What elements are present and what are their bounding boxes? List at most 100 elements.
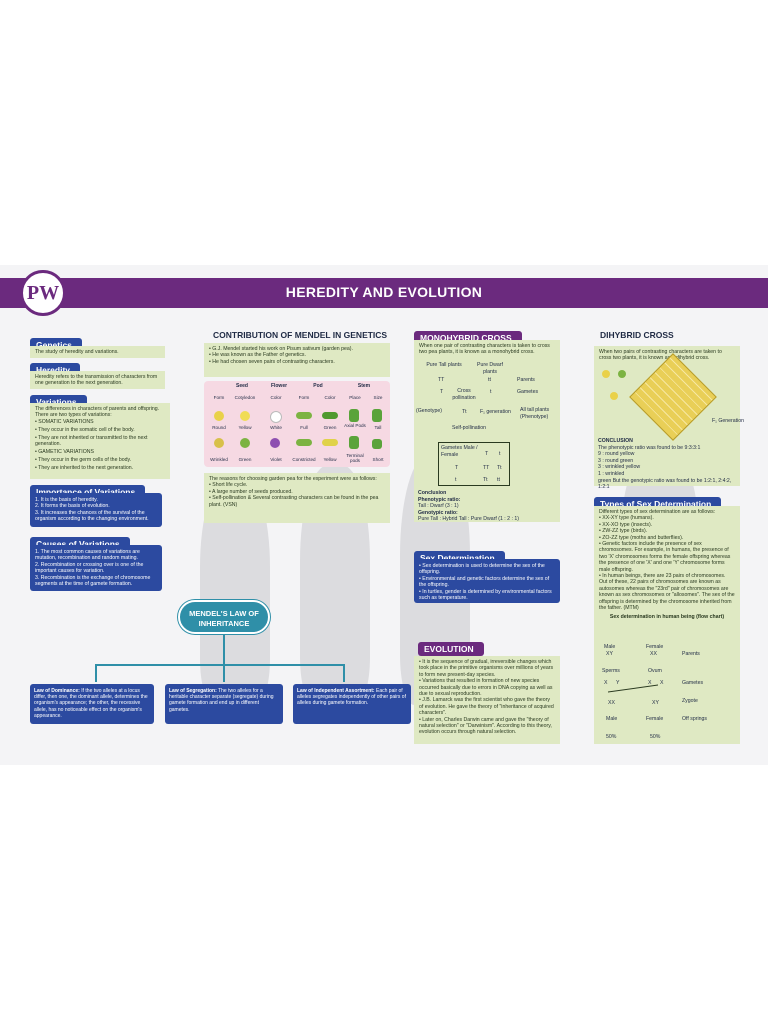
evolution-box: • It is the sequence of gradual, irrever… — [414, 656, 560, 744]
list-item: • It is the sequence of gradual, irrever… — [419, 659, 554, 678]
list-item: • They are inherited to the next generat… — [35, 464, 134, 471]
evolution-label: EVOLUTION — [418, 642, 484, 656]
green-pod-icon — [322, 412, 338, 419]
grid-cell: tt — [497, 477, 500, 483]
flow-percent: 50% — [650, 734, 661, 740]
table-header: Pod — [313, 383, 323, 389]
geno-value: Pure Tall : Hybrid Tall : Pure Dwarf (1 … — [418, 516, 519, 523]
pw-logo: PW — [20, 270, 66, 316]
short-stem-icon — [372, 439, 382, 449]
logo-text: PW — [26, 282, 60, 304]
conclusion-line: 9 : round yellow — [598, 451, 635, 458]
types-intro: Different types of sex determination are… — [599, 509, 716, 515]
law-title: Law of Dominance: — [34, 688, 80, 694]
table-cell: Terminal pods — [346, 453, 364, 463]
table-subheader: Color — [324, 395, 336, 400]
grid-gamete: T — [485, 451, 489, 457]
conclusion-line: 3 : round green — [598, 457, 634, 464]
constricted-pod-icon — [296, 439, 312, 446]
full-pod-icon — [296, 412, 312, 419]
table-cell: Green — [323, 425, 337, 430]
dihybrid-intro: When two pairs of contrasting characters… — [599, 349, 722, 362]
self-pollination-label: Self-pollination — [452, 425, 487, 431]
geno-heading: Genotypic ratio: — [418, 509, 458, 516]
list-item: • A large number of seeds produced. — [209, 488, 293, 495]
genotype-label: (Genotype) — [416, 408, 442, 414]
list-item: 3. It increases the chances of the survi… — [35, 509, 149, 523]
conclusion-line: green But the genotypic ratio was found … — [598, 477, 732, 491]
list-item: • GAMETIC VARIATIONS — [35, 448, 94, 455]
variations-list: • SOMATIC VARIATIONS • They occur in the… — [35, 419, 165, 471]
law-text: If the two alleles at a locus differ, th… — [34, 688, 148, 719]
table-cell: Violet — [270, 457, 282, 462]
list-item: • Environmental and genetic factors dete… — [419, 575, 550, 589]
axial-pod-icon — [349, 409, 359, 422]
flow-female: Female — [646, 716, 664, 722]
list-item: • He had chosen seven pairs of contrasti… — [209, 358, 335, 365]
conclusion-heading: Conclusion — [418, 490, 447, 496]
contribution-box: • G.J. Mendel started his work on Pisum … — [204, 343, 390, 377]
heredity-box: Heredity refers to the transmission of c… — [30, 371, 165, 389]
list-item: • ZO-ZZ type (moths and butterflies). — [599, 534, 684, 541]
parent-plants-icon — [600, 368, 630, 408]
table-cell: Constricted — [292, 457, 316, 462]
gamete-t: t — [490, 389, 492, 395]
connector-line — [95, 664, 345, 666]
flow-parents: Parents — [682, 651, 700, 657]
table-subheader: Form — [213, 395, 225, 400]
yellow-pod-icon — [322, 439, 338, 446]
white-flower-icon — [270, 411, 282, 423]
table-subheader: Form — [298, 395, 310, 400]
grid-header: Gametes Male / Female — [441, 445, 478, 458]
list-item: • XX-XO type (insects). — [599, 521, 653, 528]
list-item: 1. It is the basis of heredity. — [35, 497, 98, 503]
f1-genotype: Tt — [462, 409, 467, 415]
list-item: • They are not inherited or transmitted … — [35, 434, 148, 448]
flow-male: Male — [604, 644, 616, 650]
table-subheader: Color — [270, 395, 282, 400]
list-item: • Variations that resulted in formation … — [419, 678, 553, 698]
f1-note: All tall plants (Phenotype) — [520, 407, 550, 420]
grid-cell: TT — [483, 465, 490, 471]
genetics-text: The study of heredity and variations. — [35, 349, 119, 355]
causes-box: 1. The most common causes of variations … — [30, 545, 162, 591]
reasons-intro: The reasons for choosing garden pea for … — [209, 476, 377, 482]
flow-x: X — [660, 680, 664, 686]
tall-stem-icon — [372, 409, 382, 422]
list-item: • SOMATIC VARIATIONS — [35, 418, 94, 425]
pure-tall-label: Pure Tall plants — [426, 362, 462, 368]
table-subheader: Cotyledon — [234, 395, 256, 400]
grid-gamete: t — [455, 477, 457, 483]
conclusion-line: 1 : wrinkled — [598, 470, 625, 477]
law-text: The two alleles for a heritable characte… — [169, 688, 274, 713]
title-bar: HEREDITY AND EVOLUTION — [0, 278, 768, 308]
table-subheader: Place — [349, 395, 361, 400]
list-item: • G.J. Mendel started his work on Pisum … — [209, 346, 353, 352]
law-dominance-box: Law of Dominance: If the two alleles at … — [30, 684, 154, 724]
list-item: 2. Recombination or crossing over is one… — [35, 561, 144, 575]
genetics-box: The study of heredity and variations. — [30, 346, 165, 358]
flow-offsprings: Off springs — [682, 716, 707, 722]
flow-y: Y — [616, 680, 620, 686]
gamete-t: T — [440, 389, 444, 395]
conclusion-heading: CONCLUSION — [598, 438, 633, 444]
flow-gametes: Gametes — [682, 680, 704, 686]
sexdet-box: • Sex determination is used to determine… — [414, 559, 560, 603]
flow-female: Female — [646, 644, 664, 650]
list-item: • They occur in the germ cells of the bo… — [35, 456, 132, 463]
conclusion-line: 3 : wrinkled yellow — [598, 464, 641, 471]
genotype-tt: tt — [488, 377, 491, 383]
list-item: • ZW-ZZ type (birds). — [599, 528, 648, 535]
list-item: • He was known as the Father of genetics… — [209, 352, 306, 359]
connector-line — [223, 634, 225, 664]
reasons-box: The reasons for choosing garden pea for … — [204, 473, 390, 523]
f1-label: F₁ generation — [480, 409, 511, 415]
table-cell: Full — [300, 425, 308, 430]
grid-cell: Tt — [497, 465, 502, 471]
table-header: Stem — [357, 383, 371, 389]
grid-gamete: T — [455, 465, 459, 471]
table-cell: White — [270, 425, 282, 430]
genotype-tt: TT — [438, 377, 445, 383]
round-seed-icon — [214, 411, 224, 421]
list-item: • Self-pollination & Several contrasting… — [209, 495, 379, 508]
